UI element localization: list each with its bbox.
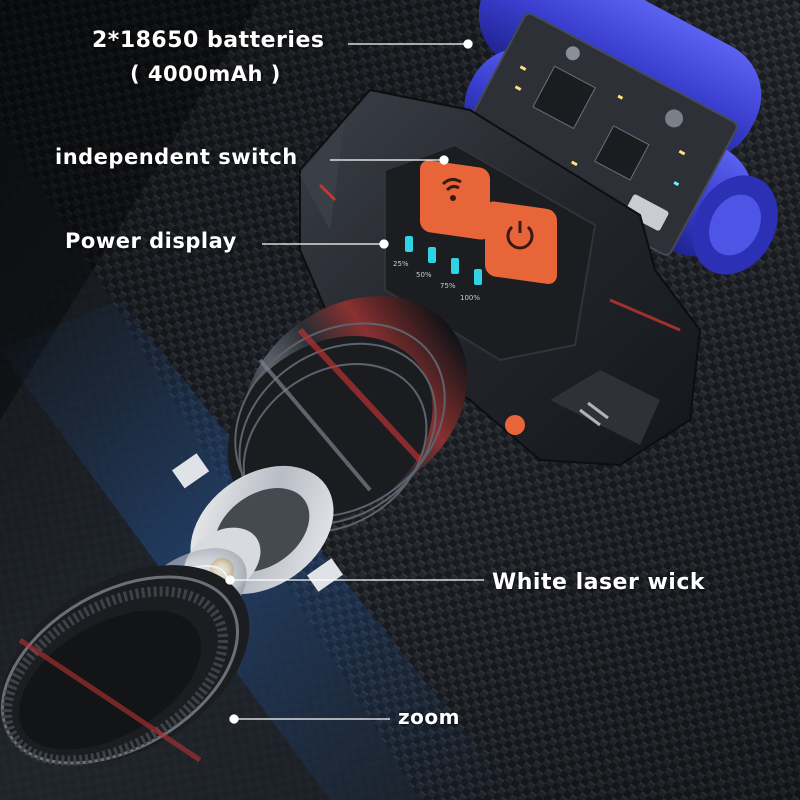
- indicator-50: [428, 247, 436, 263]
- orange-knob: [505, 415, 525, 435]
- batteries-label: 2*18650 batteries: [92, 28, 325, 53]
- vibration-button[interactable]: [420, 159, 490, 241]
- vibration-icon: [441, 177, 462, 201]
- white-laser-wick-label: White laser wick: [492, 570, 706, 595]
- power-button[interactable]: [485, 200, 557, 285]
- pct-label-25: 25%: [393, 260, 409, 268]
- callout-lines: [225, 39, 484, 724]
- circuit-board: [457, 12, 738, 256]
- indicator-75: [451, 258, 459, 274]
- independent-switch-label: independent switch: [55, 145, 298, 169]
- pct-label-100: 100%: [460, 294, 480, 302]
- zoom-ring: [0, 565, 250, 766]
- capacity-label: ( 4000mAh ): [130, 62, 281, 86]
- power-display-label: Power display: [65, 229, 237, 253]
- pct-label-50: 50%: [416, 271, 432, 279]
- headlamp-body: 25% 50% 75% 100%: [299, 88, 702, 467]
- pct-label-75: 75%: [440, 282, 456, 290]
- power-icon: [506, 221, 534, 250]
- indicator-25: [405, 236, 413, 252]
- indicator-100: [474, 269, 482, 285]
- zoom-label: zoom: [398, 705, 460, 729]
- power-display: 25% 50% 75% 100%: [393, 236, 482, 302]
